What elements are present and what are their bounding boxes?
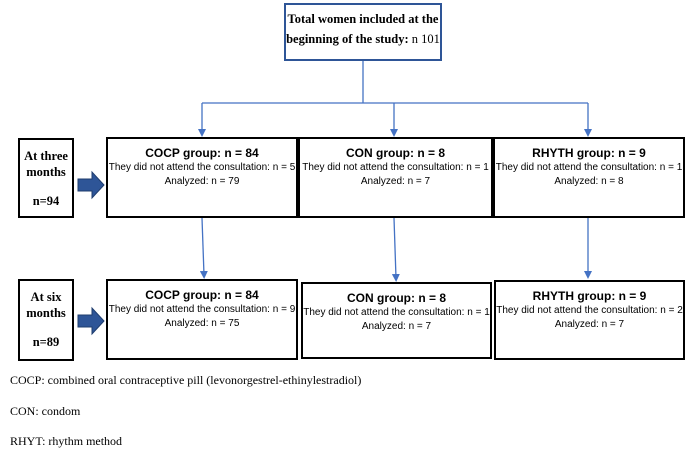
connector-con-3m-6m (391, 217, 400, 282)
group-analyzed: Analyzed: n = 7 (554, 318, 625, 330)
con-group-box-three-months: CON group: n = 8 They did not attend the… (298, 137, 493, 218)
group-title: CON group: n = 8 (346, 146, 445, 160)
group-analyzed: Analyzed: n = 75 (164, 317, 240, 329)
group-missed: They did not attend the consultation: n … (303, 307, 490, 318)
note-con: CON: condom (10, 404, 81, 418)
rhyth-group-box-three-months: RHYTH group: n = 9 They did not attend t… (493, 137, 685, 218)
group-title: RHYTH group: n = 9 (532, 289, 647, 303)
rhyth-group-box-six-months: RHYTH group: n = 9 They did not attend t… (494, 280, 685, 360)
group-analyzed: Analyzed: n = 7 (360, 175, 431, 187)
note-cocp: COCP: combined oral contraceptive pill (… (10, 373, 362, 387)
side-label-six-months: At six months (26, 290, 66, 320)
side-count-six-months: n=89 (32, 335, 60, 349)
side-box-three-months: At three months n=94 (18, 138, 74, 218)
group-analyzed: Analyzed: n = 79 (164, 175, 240, 187)
cocp-group-box-three-months: COCP group: n = 84 They did not attend t… (106, 137, 298, 218)
side-arrow-three-months (77, 170, 105, 200)
side-arrow-six-months (77, 306, 105, 336)
group-title: RHYTH group: n = 9 (532, 146, 646, 160)
group-missed: They did not attend the consultation: n … (495, 162, 683, 173)
cocp-group-box-six-months: COCP group: n = 84 They did not attend t… (106, 279, 298, 360)
total-women-box: Total women included at the beginning of… (284, 3, 442, 61)
group-missed: They did not attend the consultation: n … (108, 162, 296, 173)
side-label-three-months: At three months (24, 149, 68, 179)
side-box-six-months: At six months n=89 (18, 279, 74, 361)
group-missed: They did not attend the consultation: n … (496, 305, 683, 316)
group-missed: They did not attend the consultation: n … (302, 162, 489, 173)
group-analyzed: Analyzed: n = 7 (361, 320, 432, 332)
note-rhyt: RHYT: rhythm method (10, 434, 123, 448)
side-count-three-months: n=94 (32, 194, 60, 208)
group-analyzed: Analyzed: n = 8 (554, 175, 624, 187)
group-missed: They did not attend the consultation: n … (108, 304, 296, 315)
total-women-title: Total women included at the beginning of… (286, 12, 439, 46)
connector-cocp-3m-6m (199, 217, 208, 279)
group-title: CON group: n = 8 (347, 291, 446, 305)
total-women-count: n 101 (411, 32, 440, 46)
con-group-box-six-months: CON group: n = 8 They did not attend the… (301, 282, 492, 359)
group-title: COCP group: n = 84 (145, 288, 259, 302)
group-title: COCP group: n = 84 (145, 146, 259, 160)
